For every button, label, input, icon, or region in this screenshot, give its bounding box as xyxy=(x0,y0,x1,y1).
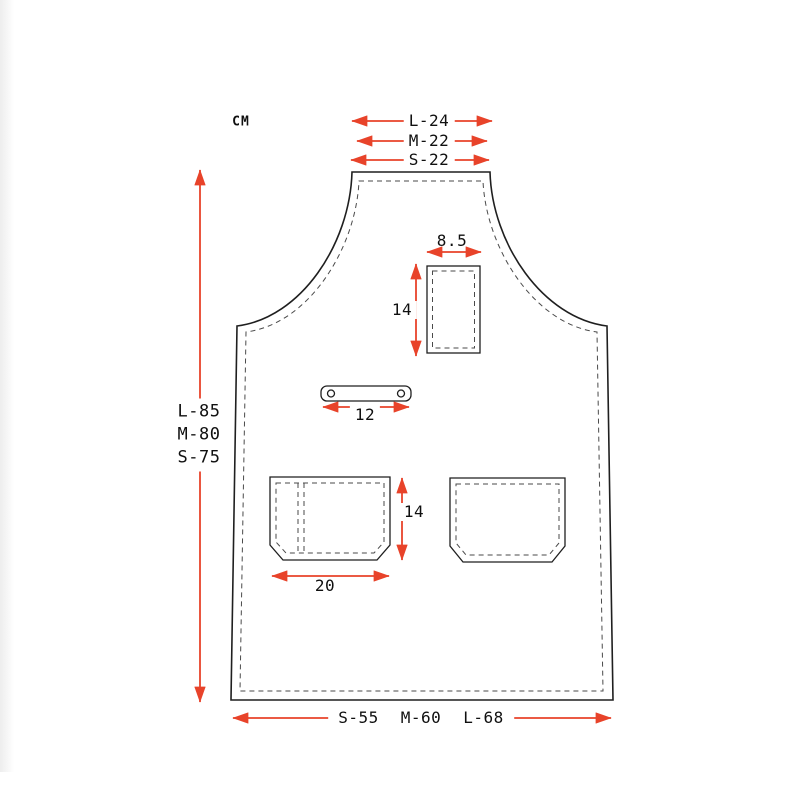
apron-outline xyxy=(230,171,614,701)
front-pocket-right-outline xyxy=(449,477,566,563)
dim-label-side-height-s: S-75 xyxy=(177,447,221,468)
dim-label-side-height-l: L-85 xyxy=(177,401,221,422)
front-pocket-left-stitch-line xyxy=(275,482,385,554)
dim-label-hammer-loop-width: 12 xyxy=(349,406,381,424)
dim-label-bottom-width-s: S-55 xyxy=(338,708,379,727)
front-pocket-left-outline xyxy=(269,476,391,561)
dim-label-chest-pocket-width: 8.5 xyxy=(436,231,468,250)
dim-label-side-height-m: M-80 xyxy=(177,424,221,445)
front-pocket-right-stitch-line xyxy=(455,483,560,556)
dim-label-front-pocket-height: 14 xyxy=(398,503,430,521)
hammer-loop-outline xyxy=(320,385,412,402)
dim-label-bottom-widths: S-55 M-60 L-68 xyxy=(328,709,514,727)
apron-seam-dashed-line xyxy=(239,180,604,692)
dim-label-top-width-s: S-22 xyxy=(403,151,455,169)
chest-pocket-stitch-line xyxy=(432,270,475,349)
dim-label-side-heights: L-85 M-80 S-75 xyxy=(173,398,225,472)
dim-label-top-width-m: M-22 xyxy=(403,132,455,150)
dim-label-top-width-l: L-24 xyxy=(403,112,455,130)
hammer-loop-left-eyelet xyxy=(326,389,336,398)
unit-label: CM xyxy=(232,114,250,130)
dim-label-bottom-width-m: M-60 xyxy=(400,708,442,727)
dim-label-chest-pocket-height: 14 xyxy=(386,301,418,319)
dim-label-front-pocket-width: 20 xyxy=(309,577,341,595)
hammer-loop-right-eyelet xyxy=(396,389,406,398)
chest-pocket-outline xyxy=(426,265,481,354)
dim-label-bottom-width-l: L-68 xyxy=(463,708,504,727)
